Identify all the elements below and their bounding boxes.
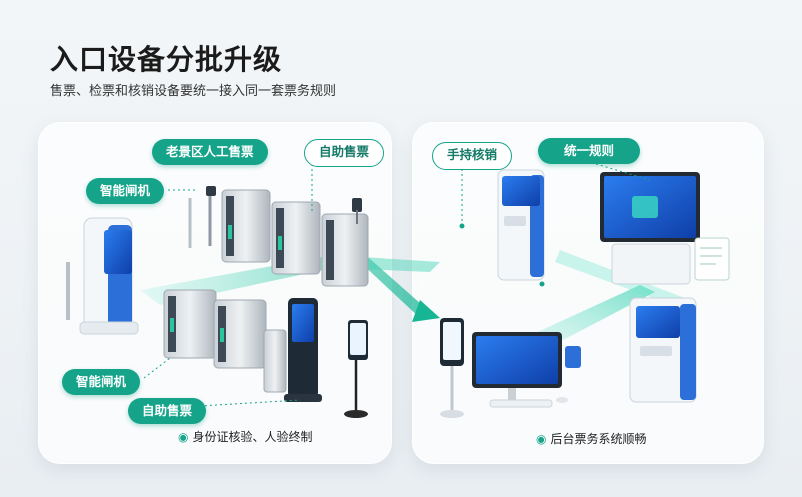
location-pin-icon: ◉ <box>178 430 189 444</box>
label-self-sale-top: 自助售票 <box>304 139 385 167</box>
label-self-sale-bottom: 自助售票 <box>128 398 207 424</box>
page-subtitle: 售票、检票和核销设备要统一接入同一套票务规则 <box>50 84 337 99</box>
right-footer-note-text: 后台票务系统顺畅 <box>550 432 647 446</box>
left-footer-note-text: 身份证核验、人验终制 <box>192 430 313 444</box>
backend-desktop <box>472 332 568 408</box>
handheld-stand-right <box>440 318 581 418</box>
left-footer-note: ◉身份证核验、人验终制 <box>178 428 313 445</box>
label-smart-gate-top: 智能闸机 <box>86 178 165 204</box>
self-service-kiosk-left <box>66 217 139 335</box>
right-footer-note: ◉后台票务系统顺畅 <box>536 430 647 447</box>
rules-dashboard-monitor <box>600 172 730 285</box>
label-unified-rule: 统一规则 <box>538 138 641 164</box>
label-old-area-manual-sale: 老景区人工售票 <box>152 139 268 165</box>
page-title: 入口设备分批升级 <box>50 43 283 76</box>
label-connectors <box>143 163 651 407</box>
turnstile-gates-bottom <box>163 289 287 393</box>
handheld-stand-left <box>344 320 368 418</box>
self-service-kiosk-bottom <box>284 298 322 402</box>
turnstile-gates-top <box>188 186 369 287</box>
self-service-kiosk-right-front <box>629 297 697 403</box>
location-pin-icon: ◉ <box>536 432 547 446</box>
label-smart-gate-bottom: 智能闸机 <box>62 369 141 395</box>
right-panel <box>412 122 764 464</box>
self-service-kiosk-right-back <box>497 169 545 281</box>
label-handheld-verify: 手持核销 <box>432 142 513 170</box>
svg-text:↗: ↗ <box>418 280 426 291</box>
